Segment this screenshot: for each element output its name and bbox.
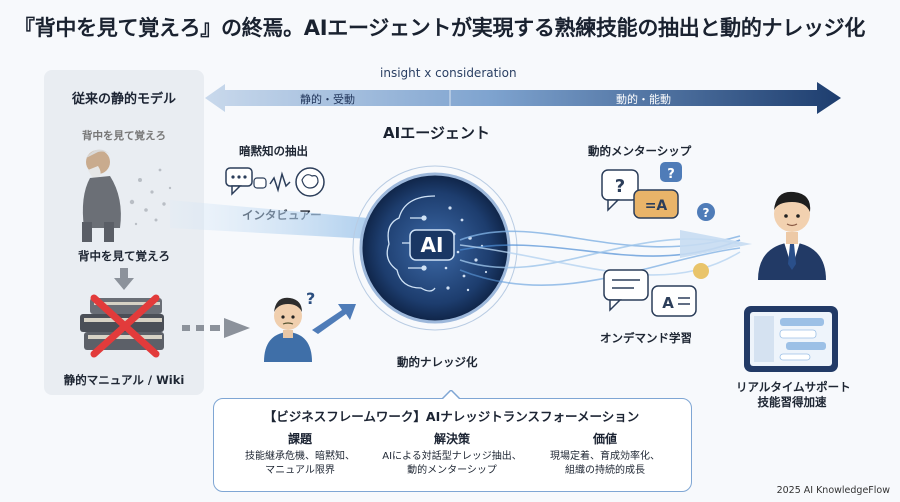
- extraction-heading: 暗黙知の抽出: [239, 144, 308, 158]
- svg-text:=A: =A: [645, 198, 668, 214]
- on-demand-label: オンデマンド学習: [600, 331, 692, 345]
- up-right-arrow-icon: [312, 304, 356, 334]
- static-to-dynamic-arrow: [205, 82, 841, 114]
- arrow-caption: insight x consideration: [380, 66, 517, 80]
- sparkle-icon: [693, 263, 709, 279]
- mentorship-heading: 動的メンターシップ: [588, 144, 692, 158]
- copyright: 2025 AI KnowledgeFlow: [776, 485, 890, 496]
- ai-agent-footer: 動的ナレッジ化: [397, 355, 478, 369]
- framework-column-head: 解決策: [433, 432, 470, 446]
- dashed-arrow: [182, 318, 250, 338]
- old-master-icon: [82, 149, 172, 242]
- ai-core-text: AI: [421, 233, 444, 257]
- framework-column-solution: 解決策 AIによる対話型ナレッジ抽出、 動的メンターシップ: [377, 430, 527, 478]
- framework-pointer: [441, 390, 461, 400]
- on-demand-chat-icon: A: [603, 269, 697, 317]
- page-title: 『背中を見て覚えろ』の終焉。AIエージェントが実現する熟練技能の抽出と動的ナレッ…: [14, 16, 866, 40]
- svg-text:?: ?: [615, 176, 625, 197]
- svg-text:?: ?: [306, 289, 315, 308]
- interview-icon: [225, 167, 325, 197]
- framework-column-issue: 課題 技能継承危機、暗黙知、 マニュアル限界: [225, 430, 375, 478]
- faded-caption: 背中を見て覚えろ: [82, 130, 166, 142]
- ai-agent-heading: AIエージェント: [383, 124, 490, 142]
- framework-column-line: 技能継承危機、暗黙知、: [245, 451, 355, 462]
- knowledge-beam: [170, 200, 390, 240]
- framework-column-line: 動的メンターシップ: [407, 465, 497, 476]
- static-passive-label: 静的・受動: [300, 93, 355, 106]
- svg-text:A: A: [662, 294, 674, 312]
- framework-column-line: 現場定着、育成効率化、: [550, 451, 660, 462]
- red-cross-icon: [90, 294, 160, 358]
- framework-column-head: 課題: [287, 432, 312, 446]
- mentorship-chat-icon: ? =A ? ?: [601, 162, 715, 221]
- legacy-model-heading: 従来の静的モデル: [71, 92, 176, 107]
- framework-column-line: AIによる対話型ナレッジ抽出、: [382, 451, 522, 462]
- confused-worker-icon: ?: [264, 289, 315, 362]
- static-manual-books-icon: [80, 294, 164, 358]
- tablet-line1: リアルタイムサポート: [736, 380, 851, 394]
- ai-agent-core: AI: [352, 165, 518, 331]
- framework-column-value: 価値 現場定着、育成効率化、 組織の持続的成長: [530, 430, 680, 478]
- svg-text:?: ?: [667, 167, 675, 182]
- manual-caption: 静的マニュアル / Wiki: [63, 373, 185, 387]
- framework-column-line: 組織の持続的成長: [565, 465, 645, 476]
- framework-column-line: マニュアル限界: [265, 465, 335, 476]
- learner-person-icon: [758, 191, 826, 280]
- tablet-icon: [744, 306, 838, 372]
- framework-column-head: 価値: [592, 432, 617, 446]
- business-framework-box: [213, 398, 692, 492]
- dynamic-active-label: 動的・能動: [616, 93, 671, 106]
- master-caption: 背中を見て覚えろ: [78, 249, 170, 263]
- framework-title: 【ビジネスフレームワーク】AIナレッジトランスフォーメーション: [263, 409, 640, 424]
- svg-text:?: ?: [703, 206, 710, 220]
- down-arrow-icon: [114, 268, 134, 290]
- tablet-line2: 技能習得加速: [757, 395, 827, 409]
